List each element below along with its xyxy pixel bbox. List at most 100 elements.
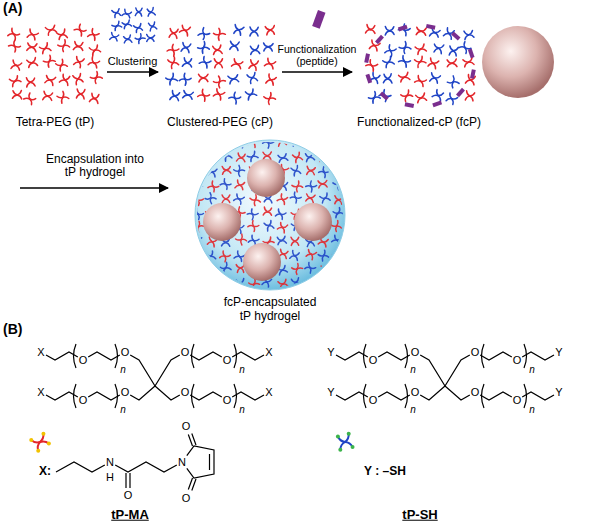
star-arm [405, 61, 411, 62]
star-arm [339, 157, 341, 162]
star-arm [50, 77, 55, 80]
arm-end [347, 432, 351, 436]
star-arm [207, 266, 212, 269]
star-arm [252, 209, 253, 214]
star-arm [253, 139, 257, 142]
star-arm [253, 226, 258, 227]
star-arm [241, 143, 243, 148]
star-arm [324, 250, 325, 255]
atom-label: O [121, 386, 130, 398]
star-arm [214, 50, 218, 55]
atom-label: O [181, 386, 190, 398]
star-arm [311, 253, 316, 255]
peptide-mark [468, 48, 475, 58]
star-arm [307, 166, 310, 170]
star-arm [323, 137, 326, 142]
star-arm [88, 34, 94, 36]
star-arm [267, 208, 271, 212]
star-arm [450, 46, 454, 51]
star-arm [81, 94, 84, 99]
star-arm [127, 12, 132, 14]
star-arm [252, 235, 254, 240]
star-arm [235, 25, 238, 30]
star-arm [27, 60, 33, 63]
star-arm [433, 61, 439, 63]
atom-label: O [182, 420, 191, 432]
star-arm [212, 172, 215, 177]
star-arm [196, 143, 198, 148]
star-arm [95, 45, 98, 50]
star-arm [238, 251, 240, 256]
atom-label: Y [555, 386, 562, 398]
functionalized-cloud [364, 24, 476, 108]
star-arm [449, 51, 453, 55]
star-arm [198, 199, 203, 200]
star-arm [373, 73, 375, 79]
star-arm [138, 24, 141, 28]
fcp-sphere [482, 26, 554, 98]
star-arm [296, 157, 298, 162]
star-arm [199, 156, 201, 161]
star-arm [311, 186, 316, 187]
star-arm [464, 31, 469, 35]
star-arm [49, 55, 50, 61]
star-arm [320, 142, 324, 146]
star-arm [57, 33, 63, 35]
star-arm [282, 198, 287, 200]
star-arm [335, 196, 339, 200]
maleimide-substituent-part [209, 454, 210, 470]
peptide-symbol [312, 10, 325, 29]
atom-label: O [182, 492, 191, 504]
star-arm [264, 207, 267, 212]
star-arm [334, 172, 338, 176]
process-arrow [107, 71, 158, 73]
star-arm [208, 141, 212, 145]
star-arm [214, 59, 218, 63]
star-arm [447, 82, 453, 83]
star-arm [468, 58, 472, 63]
star-arm [278, 138, 282, 142]
star-arm [432, 73, 435, 78]
star-arm [336, 255, 337, 260]
star-arm [213, 282, 217, 286]
atom-label: O [79, 394, 88, 406]
atom-label: O [369, 354, 378, 366]
star-arm [338, 250, 339, 255]
star-arm [116, 9, 119, 13]
star-arm [214, 81, 220, 83]
star-arm [375, 78, 378, 83]
star-arm [401, 95, 407, 96]
star-arm [209, 279, 214, 282]
star-arm [79, 62, 80, 68]
star-arm [226, 283, 232, 285]
star-arm [222, 195, 226, 199]
star-arm [452, 59, 456, 63]
star-arm [197, 238, 202, 240]
star-arm [434, 31, 440, 33]
star-arm [421, 93, 424, 98]
star-arm [291, 237, 295, 241]
star-arm [270, 93, 272, 99]
star-arm [250, 138, 254, 142]
star-arm [15, 45, 21, 47]
arrow-label: Clustering [108, 55, 158, 67]
star-arm [184, 73, 185, 79]
stage-label: fcP-encapsulated tP hydrogel [220, 296, 320, 324]
star-arm [270, 26, 274, 30]
star-arm [306, 280, 311, 283]
star-arm [204, 42, 205, 48]
compound-name: tP-SH [402, 508, 437, 523]
star-arm [251, 60, 254, 65]
star-arm [197, 172, 199, 177]
star-arm [399, 75, 405, 77]
repeat-subscript: n [410, 404, 416, 415]
star-arm [225, 156, 226, 161]
peptide-mark [470, 69, 476, 79]
substituent-label: Y : –SH [364, 465, 406, 478]
star-arm [226, 262, 227, 267]
star-arm [76, 79, 78, 85]
star-arm [221, 284, 227, 285]
star-arm [319, 282, 324, 284]
star-arm [236, 239, 242, 240]
star-arm [241, 141, 246, 143]
